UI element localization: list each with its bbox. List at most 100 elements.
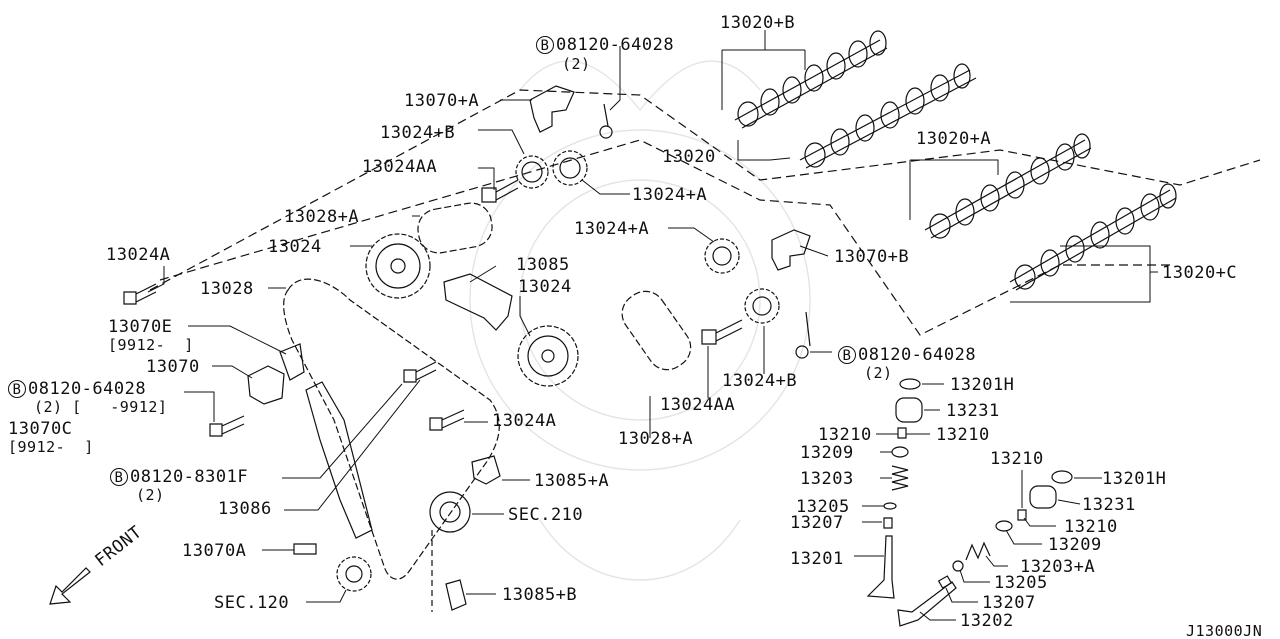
label-13070-plus-b: 13070+B <box>834 247 910 267</box>
tensioner-13085-plus-a <box>472 456 500 484</box>
label-13231-a: 13231 <box>946 401 1000 421</box>
label-13070c: 13070C <box>8 419 73 439</box>
seal-13207-a <box>884 518 892 528</box>
bolt-08120-top <box>600 104 612 138</box>
label-13210-a1: 13210 <box>818 425 872 445</box>
front-arrow-icon <box>50 568 90 604</box>
sprocket-13024-plus-b <box>516 156 548 188</box>
seat-13205-b <box>953 561 963 571</box>
label-13024-mid: 13024 <box>518 277 572 297</box>
valve-13201 <box>868 536 894 598</box>
bolt-13024aa-top <box>482 180 518 202</box>
label-13203-plus-a: 13203+A <box>1020 557 1096 577</box>
label-13207-b: 13207 <box>982 593 1036 613</box>
label-13202: 13202 <box>960 611 1014 631</box>
label-13203-a: 13203 <box>800 469 854 489</box>
keeper-13210-b <box>1018 510 1026 520</box>
camshaft-13020-plus-a <box>925 134 1091 238</box>
label-13070e-note: [9912- ] <box>108 336 194 354</box>
label-13070e: 13070E <box>108 317 173 337</box>
label-13028: 13028 <box>200 279 254 299</box>
valve-13202 <box>898 582 956 626</box>
label-13020-plus-c: 13020+C <box>1162 263 1238 283</box>
spring-13203-plus-a <box>966 543 990 560</box>
label-13070-plus-a: 13070+A <box>404 91 480 111</box>
chain-guide-13086 <box>306 382 372 538</box>
label-13024-plus-a-top: 13024+A <box>632 185 708 205</box>
lifter-13231-a <box>896 398 922 422</box>
engine-outline-lower <box>160 140 1170 335</box>
label-13207-a: 13207 <box>790 513 844 533</box>
label-13085-plus-a: 13085+A <box>534 471 610 491</box>
label-13205-a: 13205 <box>796 497 850 517</box>
sprocket-13024-mid <box>518 326 578 386</box>
label-sec210: SEC.210 <box>508 505 584 525</box>
label-13024a-mid: 13024A <box>492 411 557 431</box>
sprocket-13024-plus-a-top <box>553 151 587 185</box>
seat-13205-a <box>884 503 896 509</box>
bolt-13024aa-mid <box>702 320 742 344</box>
label-13024aa-top: 13024AA <box>362 157 438 177</box>
label-13201h-b: 13201H <box>1102 469 1167 489</box>
label-13085: 13085 <box>516 255 570 275</box>
seal-13207-b <box>939 576 952 588</box>
label-qty-left: (2) [ -9912] <box>34 398 168 416</box>
label-13020-plus-b: 13020+B <box>720 13 796 33</box>
camshaft-13020-plus-c <box>1010 184 1176 290</box>
spring-13203-a <box>892 466 908 490</box>
label-13209-b: 13209 <box>1048 535 1102 555</box>
sprocket-13024-plus-b-mid <box>745 289 779 323</box>
diagram-id: J13000JN <box>1186 622 1263 639</box>
keeper-13210-a <box>898 428 906 438</box>
chain-13028-plus-a-top <box>415 200 496 256</box>
label-13070c-note: [9912- ] <box>8 438 94 456</box>
camshaft-13020-plus-b <box>735 31 887 128</box>
label-13201: 13201 <box>790 549 844 569</box>
label-13205-b: 13205 <box>994 573 1048 593</box>
bolt-08120-mid <box>796 312 810 358</box>
label-qty-8301f: (2) <box>136 486 165 504</box>
chain-13028-plus-a-mid <box>614 284 698 378</box>
label-13070: 13070 <box>146 357 200 377</box>
b-symbol-icon: B <box>8 380 26 398</box>
bolt-08120-left <box>210 416 244 436</box>
label-13070a: 13070A <box>182 541 247 561</box>
idler-pulley <box>430 492 470 612</box>
label-13024: 13024 <box>268 237 322 257</box>
bolt-08120-8301f <box>404 362 436 382</box>
b-symbol-icon: B <box>110 468 128 486</box>
sprocket-13024 <box>366 234 430 298</box>
watermark-emblem <box>470 61 810 580</box>
label-qty-mid: (2) <box>864 364 893 382</box>
tensioner-13070-plus-b <box>772 230 810 270</box>
label-13210-b2: 13210 <box>1064 517 1118 537</box>
bolt-13024a-mid <box>430 410 464 430</box>
label-13024a-left: 13024A <box>106 245 171 265</box>
label-sec120: SEC.120 <box>214 593 290 613</box>
shim-13201h-a <box>900 379 920 389</box>
label-13024-plus-b: 13024+B <box>380 123 456 143</box>
label-13024-plus-a-mid: 13024+A <box>574 219 650 239</box>
label-13028-plus-a-mid: 13028+A <box>618 429 694 449</box>
retainer-13209-b <box>996 521 1012 531</box>
chain-guide-13085 <box>444 274 512 330</box>
label-13231-b: 13231 <box>1082 495 1136 515</box>
camshaft-13020 <box>800 64 976 168</box>
retainer-13209-a <box>892 447 908 457</box>
leader-lines <box>148 30 1158 620</box>
b-symbol-icon: B <box>536 36 554 54</box>
tensioner-13070-plus-a <box>530 86 574 132</box>
label-13085-plus-b: 13085+B <box>502 585 578 605</box>
bolt-13070a <box>294 544 316 554</box>
sprocket-13024-plus-a-mid <box>705 239 739 273</box>
plate-13070e <box>280 344 304 380</box>
shim-13201h-b <box>1052 471 1072 483</box>
timing-chain-13028 <box>284 279 500 579</box>
crank-sprocket <box>337 557 371 591</box>
label-13024-plus-b-mid: 13024+B <box>722 371 798 391</box>
